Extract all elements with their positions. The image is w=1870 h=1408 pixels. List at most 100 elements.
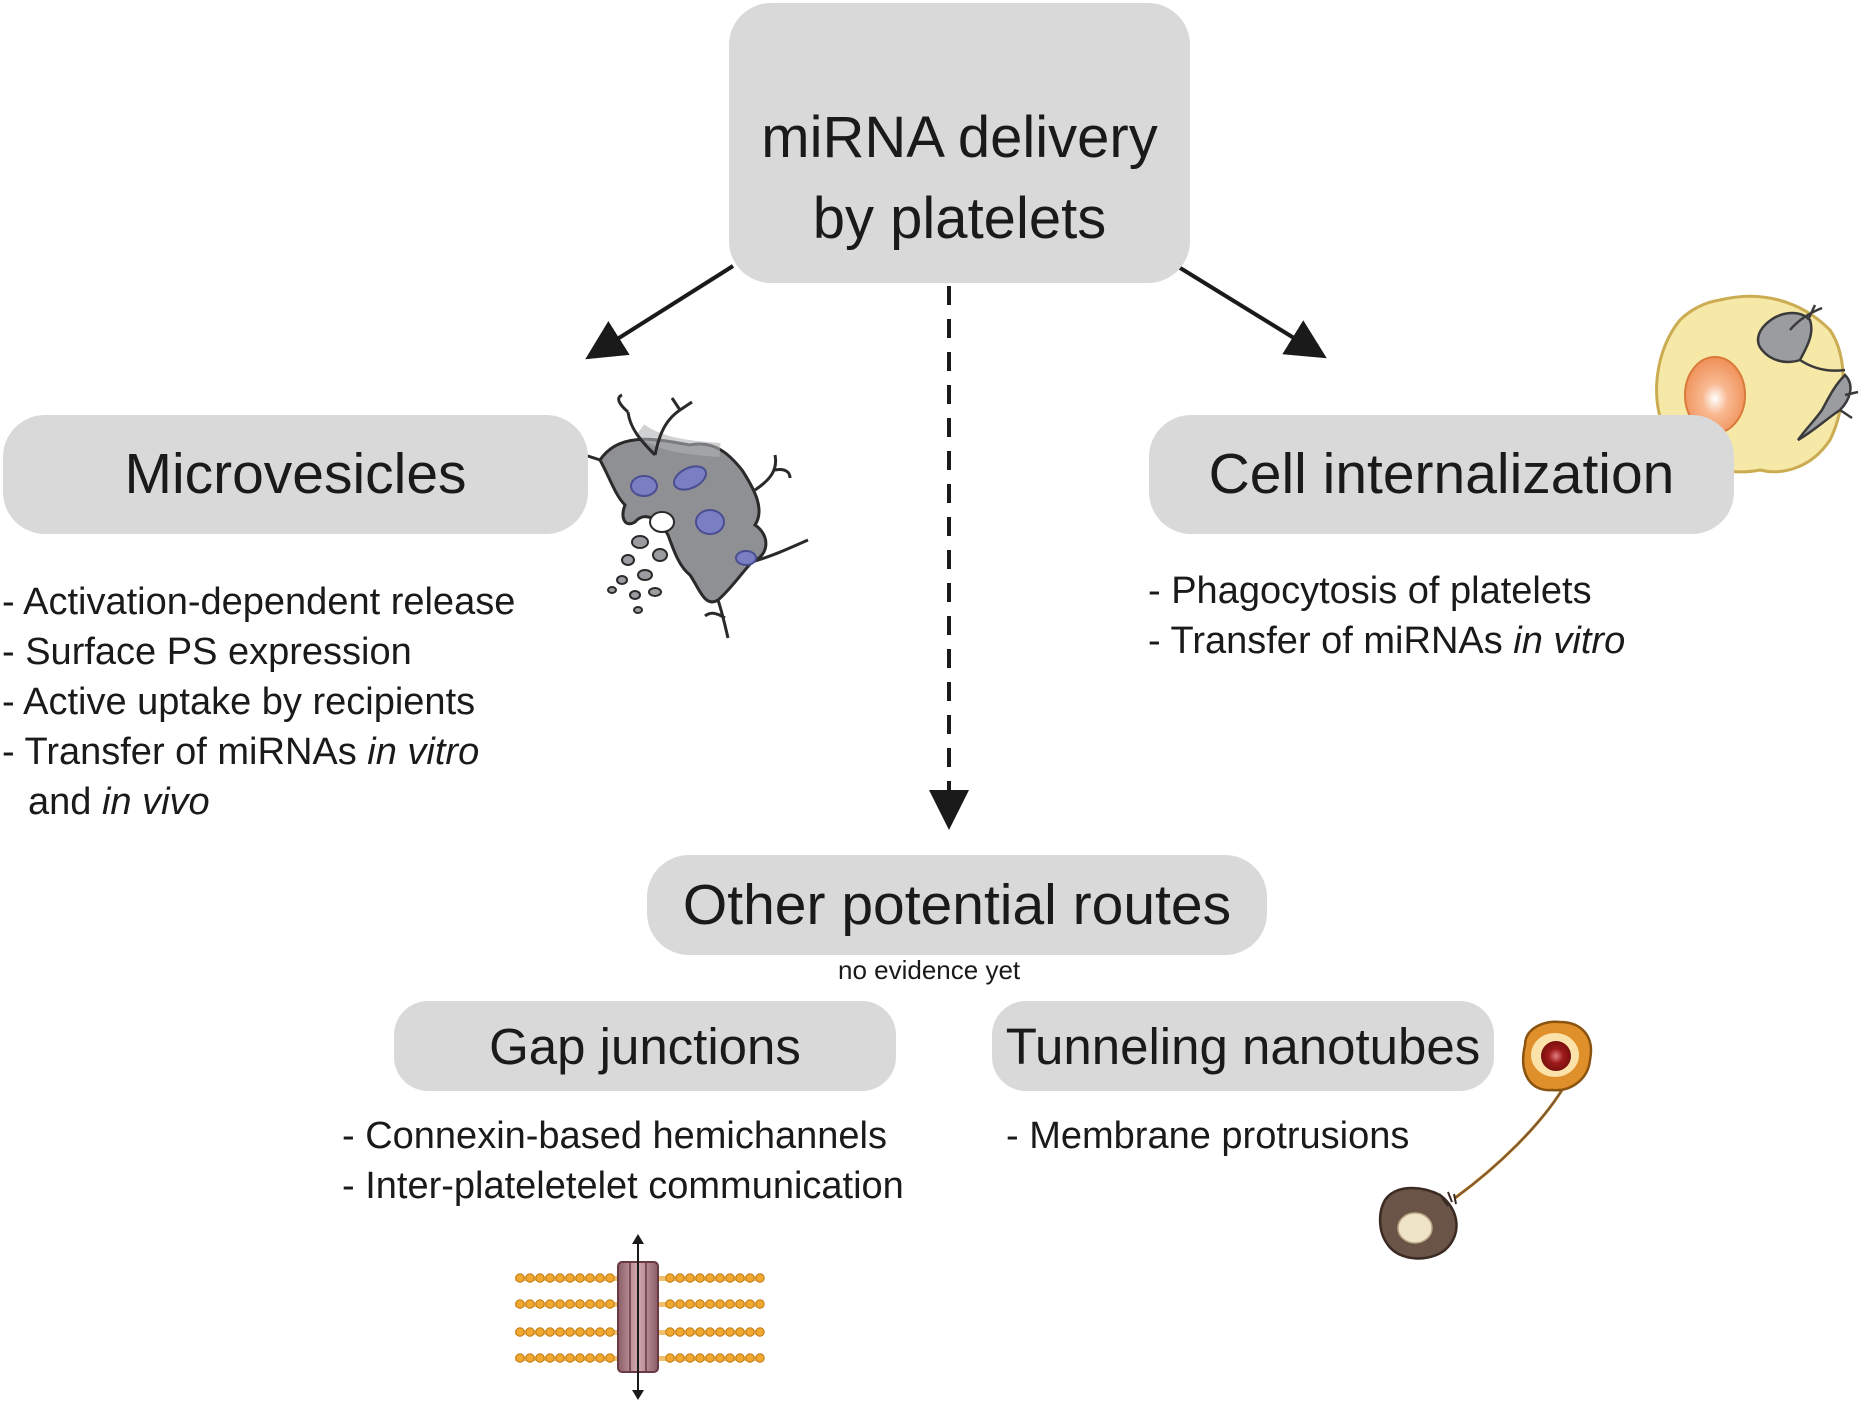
lipid-head xyxy=(725,1299,735,1309)
lipid-head xyxy=(535,1353,545,1363)
lipid-head xyxy=(555,1299,565,1309)
lipid-head xyxy=(745,1353,755,1363)
gap-junctions-title: Gap junctions xyxy=(489,1017,801,1075)
lipid-head xyxy=(605,1299,615,1309)
center-title-line2: by platelets xyxy=(812,186,1107,251)
lipid-head xyxy=(545,1299,555,1309)
lipid-head xyxy=(685,1273,695,1283)
tunneling-nanotubes-bullet-1: - Membrane protrusions xyxy=(1006,1115,1410,1157)
microvesicles-bullet-4-italic: in vitro xyxy=(367,731,480,773)
lipid-head xyxy=(595,1273,605,1283)
lipid-head xyxy=(585,1299,595,1309)
lipid-head xyxy=(535,1273,545,1283)
lipid-head xyxy=(695,1353,705,1363)
lipid-head xyxy=(715,1353,725,1363)
center-title: miRNA delivery by platelets xyxy=(761,97,1157,259)
lipid-head xyxy=(515,1299,525,1309)
lipid-head xyxy=(685,1353,695,1363)
lipid-head xyxy=(585,1273,595,1283)
lipid-head xyxy=(675,1273,685,1283)
other-routes-title: Other potential routes xyxy=(682,872,1232,937)
center-box-mirna-delivery: miRNA delivery by platelets xyxy=(729,3,1190,283)
lipid-head xyxy=(735,1353,745,1363)
microvesicles-bullet-3: - Active uptake by recipients xyxy=(2,681,476,723)
lipid-head xyxy=(735,1299,745,1309)
lipid-head xyxy=(555,1327,565,1337)
tunneling-nanotube-icon xyxy=(1378,1020,1593,1260)
lipid-head xyxy=(685,1327,695,1337)
lipid-head xyxy=(745,1273,755,1283)
lipid-head xyxy=(525,1353,535,1363)
gap-junctions-bullet-2: - Inter-plateletelet communication xyxy=(342,1165,904,1207)
lipid-head xyxy=(565,1299,575,1309)
lipid-head xyxy=(525,1273,535,1283)
lipid-head xyxy=(525,1299,535,1309)
lipid-head xyxy=(605,1327,615,1337)
cell-internalization-box: Cell internalization xyxy=(1149,415,1734,534)
lipid-head xyxy=(565,1353,575,1363)
microvesicles-bullet-4: - Transfer of miRNAs in vitro xyxy=(2,727,515,777)
tunneling-nanotubes-box: Tunneling nanotubes xyxy=(992,1001,1494,1091)
lipid-head xyxy=(695,1299,705,1309)
lipid-head xyxy=(665,1299,675,1309)
other-routes-note: no evidence yet xyxy=(838,955,1021,985)
lipid-head xyxy=(755,1299,765,1309)
gap-junctions-bullet-1: - Connexin-based hemichannels xyxy=(342,1115,887,1157)
lipid-head xyxy=(565,1273,575,1283)
lipid-head xyxy=(705,1353,715,1363)
lipid-head xyxy=(545,1353,555,1363)
microvesicles-bullet-list: - Activation-dependent release - Surface… xyxy=(2,577,515,827)
gap-junction-channel-icon xyxy=(515,1234,765,1400)
lipid-head xyxy=(575,1273,585,1283)
lipid-head xyxy=(745,1299,755,1309)
microvesicles-bullet-4-cont-text: and xyxy=(28,781,102,823)
microvesicles-bullet-2: - Surface PS expression xyxy=(2,631,412,673)
gap-junctions-bullet-list: - Connexin-based hemichannels - Inter-pl… xyxy=(342,1111,904,1211)
lipid-head xyxy=(675,1299,685,1309)
lipid-head xyxy=(705,1299,715,1309)
lipid-head xyxy=(715,1273,725,1283)
lipid-head xyxy=(535,1327,545,1337)
cell-internalization-bullet-2: - Transfer of miRNAs in vitro xyxy=(1148,616,1625,666)
lipid-head xyxy=(515,1353,525,1363)
lipid-head xyxy=(745,1327,755,1337)
lipid-head xyxy=(715,1327,725,1337)
lipid-head xyxy=(515,1327,525,1337)
lipid-head xyxy=(605,1273,615,1283)
lipid-head xyxy=(585,1327,595,1337)
tunneling-nanotubes-title: Tunneling nanotubes xyxy=(1005,1017,1481,1075)
arrow-to-cell-internalization xyxy=(1175,264,1327,359)
microvesicles-box: Microvesicles xyxy=(3,415,588,534)
microvesicles-bullet-4-cont-italic: in vivo xyxy=(101,781,210,823)
lipid-head xyxy=(565,1327,575,1337)
lipid-head xyxy=(555,1273,565,1283)
lipid-head xyxy=(665,1327,675,1337)
lipid-head xyxy=(755,1273,765,1283)
lipid-head xyxy=(675,1353,685,1363)
lipid-head xyxy=(725,1327,735,1337)
lipid-head xyxy=(705,1327,715,1337)
microvesicles-title: Microvesicles xyxy=(124,442,467,506)
lipid-head xyxy=(555,1353,565,1363)
lipid-heads xyxy=(515,1273,765,1363)
activated-platelet-icon xyxy=(559,393,809,639)
lipid-head xyxy=(665,1273,675,1283)
microvesicles-bullet-1: - Activation-dependent release xyxy=(2,581,516,623)
lipid-head xyxy=(755,1327,765,1337)
lipid-head xyxy=(675,1327,685,1337)
cell-internalization-bullet-1: - Phagocytosis of platelets xyxy=(1148,570,1592,612)
lipid-head xyxy=(595,1327,605,1337)
cell-internalization-bullet-2-italic: in vitro xyxy=(1513,620,1626,662)
lipid-head xyxy=(595,1353,605,1363)
lipid-head xyxy=(725,1353,735,1363)
cell-internalization-bullet-list: - Phagocytosis of platelets - Transfer o… xyxy=(1148,566,1625,666)
lipid-head xyxy=(755,1353,765,1363)
lipid-head xyxy=(695,1327,705,1337)
lipid-head xyxy=(685,1299,695,1309)
lipid-head xyxy=(725,1273,735,1283)
lipid-head xyxy=(515,1273,525,1283)
lipid-head xyxy=(665,1353,675,1363)
microvesicles-bullet-4-continued: and in vivo xyxy=(2,777,515,827)
lipid-head xyxy=(525,1327,535,1337)
